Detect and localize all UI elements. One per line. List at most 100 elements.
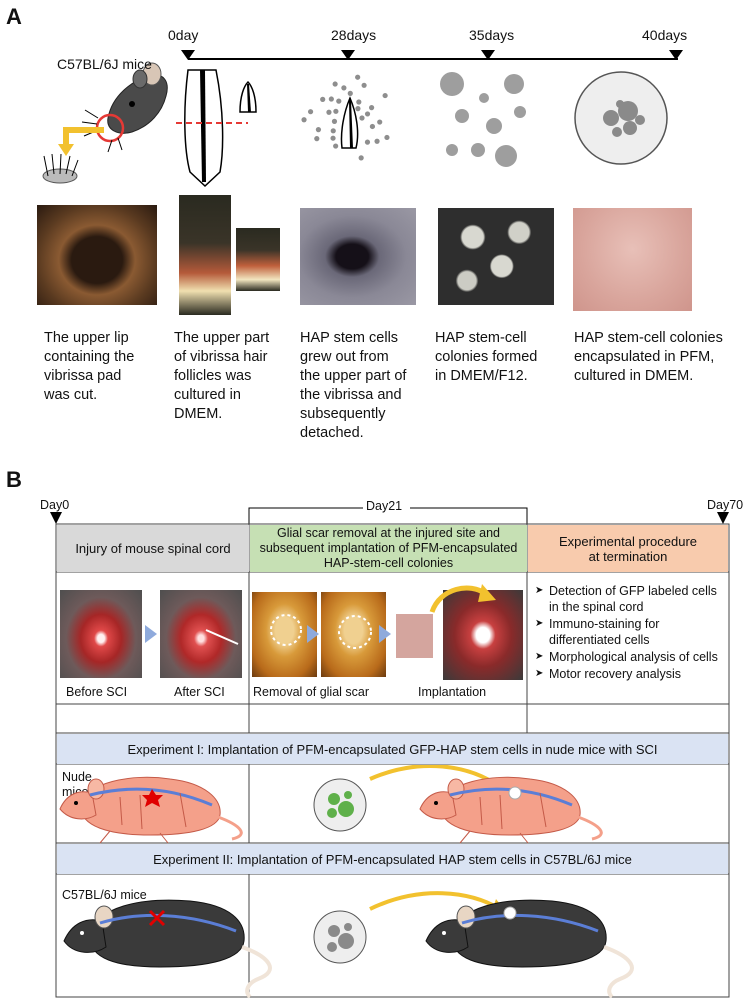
after-sci-photo <box>160 590 242 678</box>
experiment-1-graphics <box>59 765 603 844</box>
implantation-photo <box>443 590 523 680</box>
scar-outline-1 <box>270 614 302 646</box>
gfp-capsule-icon <box>313 778 367 832</box>
day0-label: Day0 <box>40 498 70 512</box>
hap-cell-dot <box>374 138 380 144</box>
phase-implantation-cell: Glial scar removal at the injured site a… <box>250 525 527 572</box>
scar-outline-2 <box>338 615 372 649</box>
hap-outgrowth-icon <box>301 74 390 161</box>
hap-cell-dot <box>364 139 371 145</box>
pfm-small-photo <box>396 614 433 658</box>
nude-mouse-icon <box>59 776 243 844</box>
hap-cell-dot <box>315 127 322 133</box>
experiment-2-graphics <box>63 891 634 999</box>
hap-cell-dot <box>355 106 361 112</box>
termination-item: Detection of GFP labeled cells in the sp… <box>535 583 725 615</box>
before-sci-photo <box>60 590 142 678</box>
before-sci-label: Before SCI <box>66 685 128 699</box>
yellow-arrow-icon <box>63 127 104 146</box>
hap-cell-dot <box>333 143 339 149</box>
vibrissa-follicle-photo <box>179 195 231 315</box>
upper-lip-photo <box>37 205 157 305</box>
termination-item: Immuno-staining for differentiated cells <box>535 616 725 648</box>
black-mouse-icon <box>63 899 272 999</box>
yellow-arrow-icon <box>429 584 496 613</box>
hap-cell-dot <box>326 109 332 115</box>
termination-item: Motor recovery analysis <box>535 666 725 682</box>
termination-list: Detection of GFP labeled cells in the sp… <box>535 583 725 683</box>
mouse-head-icon <box>81 62 168 153</box>
glial-scar-photo-2 <box>321 592 386 677</box>
day70-label: Day70 <box>707 498 744 512</box>
hap-colonies-icon <box>440 72 526 167</box>
vibrissa-follicle-icon <box>176 69 257 188</box>
hap-outgrowth-photo <box>300 208 416 305</box>
panel-b-frame <box>50 507 730 998</box>
hap-cell-dot <box>333 108 339 114</box>
timeline-marker-28 <box>341 50 355 60</box>
hap-cell-dot <box>356 99 362 105</box>
hap-cell-dot <box>314 136 320 142</box>
hap-cell-dot <box>336 98 342 104</box>
timeline-marker-35 <box>481 50 495 60</box>
after-sci-label: After SCI <box>174 685 225 699</box>
vibrissa-pad-icon <box>42 153 79 184</box>
phase-injury-cell: Injury of mouse spinal cord <box>57 525 249 572</box>
day70-marker <box>717 512 729 524</box>
hap-cell-dot <box>382 92 388 99</box>
hap-cell-dot <box>330 135 336 141</box>
hap-cell-dot <box>384 134 390 141</box>
experiment-1-banner: Experiment I: Implantation of PFM-encaps… <box>57 734 728 764</box>
termination-item: Morphological analysis of cells <box>535 649 725 665</box>
mouse-strain-label: C57BL/6J mice <box>57 56 152 72</box>
hap-cell-dot <box>355 74 361 80</box>
arrow-right-icon <box>379 625 391 643</box>
timeline-marker-0 <box>181 50 195 60</box>
hap-cell-dot <box>364 111 371 117</box>
hap-cell-dot <box>320 96 326 102</box>
hap-cell-dot <box>328 96 334 102</box>
hap-cell-dot <box>341 85 347 91</box>
hap-cell-dot <box>377 119 383 125</box>
hap-colonies-photo <box>438 208 554 305</box>
hap-cell-dot <box>359 115 365 121</box>
arrow-right-icon <box>307 625 319 643</box>
black-mouse-icon <box>425 899 634 999</box>
hap-cell-dot <box>332 81 338 87</box>
panel-a-letter: A <box>6 4 22 29</box>
day0-marker <box>50 512 62 524</box>
nude-mouse-icon <box>419 776 603 844</box>
c57-mice-label: C57BL/6J mice <box>62 888 147 902</box>
panel-b-letter: B <box>6 467 22 492</box>
pfm-capsule-icon <box>313 910 367 964</box>
hap-cell-dot <box>331 118 338 124</box>
vibrissa-upper-part-photo <box>236 228 280 291</box>
implantation-label: Implantation <box>418 685 487 699</box>
arrow-right-icon <box>145 625 157 643</box>
timeline-label-40days: 40days <box>642 27 688 43</box>
timeline-label-35days: 35days <box>469 27 515 43</box>
removal-glial-scar-label: Removal of glial scar <box>253 685 370 699</box>
hap-cell-dot <box>347 90 353 96</box>
yellow-arrow-icon <box>369 891 502 911</box>
injury-pointer-icon <box>205 629 239 645</box>
hap-cell-dot <box>358 155 364 161</box>
hap-cell-dot <box>369 105 375 111</box>
panel-a-timeline-graphics <box>42 50 683 188</box>
glial-scar-photo-1 <box>252 592 317 677</box>
day21-label: Day21 <box>366 499 403 513</box>
experiment-2-banner: Experiment II: Implantation of PFM-encap… <box>57 844 728 874</box>
hap-cell-dot <box>361 82 367 88</box>
timeline-label-28days: 28days <box>331 27 377 43</box>
timeline-label-0day: 0day <box>168 27 199 43</box>
hap-cell-dot <box>369 123 376 130</box>
hap-cell-dot <box>307 109 314 115</box>
pfm-capsule-icon <box>574 71 668 165</box>
